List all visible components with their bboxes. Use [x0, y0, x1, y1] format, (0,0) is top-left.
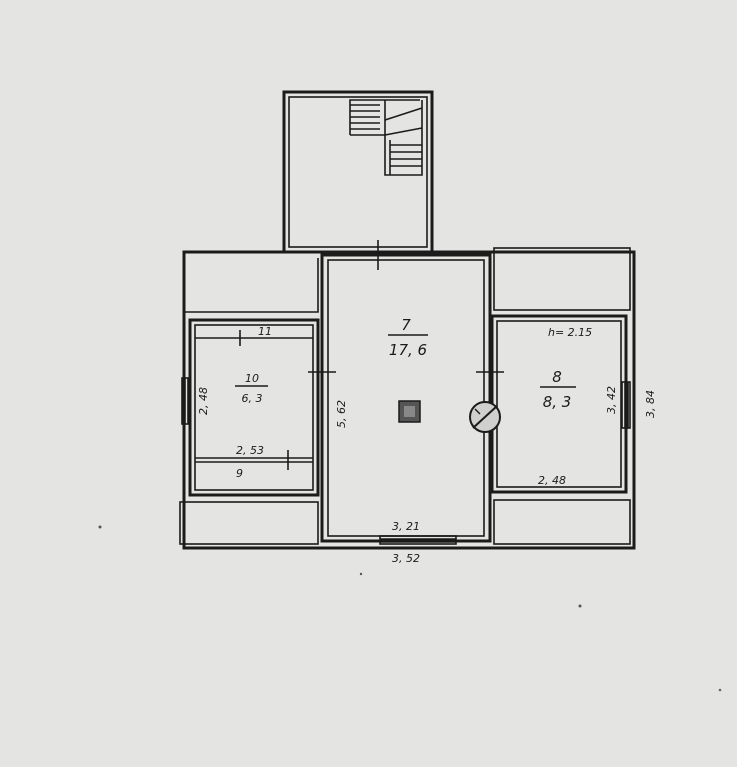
room-8-number: 8 — [552, 368, 562, 386]
dimension-9: 9 — [236, 467, 243, 480]
right-bottom-block — [493, 499, 631, 545]
right-top-block — [493, 247, 631, 311]
staircase-icon — [349, 99, 423, 176]
house-outline — [182, 250, 636, 550]
dimension-5-62: 5, 62 — [335, 400, 348, 428]
height-note: h= 2.15 — [548, 326, 592, 339]
door-marker-left — [308, 360, 336, 385]
door-marker-right — [476, 360, 504, 385]
dimension-2-53: 2, 53 — [236, 444, 264, 457]
room-10-area: 6, 3 — [242, 392, 263, 405]
room-8-area: 8, 3 — [543, 393, 572, 411]
stove-icon — [398, 400, 421, 423]
room-7-area: 17, 6 — [389, 341, 427, 359]
dimension-3-42: 3, 42 — [605, 386, 618, 414]
dimension-3-84: 3, 84 — [644, 390, 657, 418]
dimension-2-48-right: 2, 48 — [538, 474, 566, 487]
window-bottom — [379, 535, 457, 545]
dimension-3-52: 3, 52 — [392, 552, 420, 565]
scan-speck — [98, 525, 722, 692]
round-stove-icon — [469, 401, 501, 433]
room-7-number: 7 — [401, 316, 411, 334]
left-bottom-block — [179, 501, 319, 545]
stair-tower — [282, 90, 434, 254]
dimension-3-21: 3, 21 — [392, 520, 420, 533]
room-10-number: 10 — [245, 372, 259, 385]
dimension-11: 11 — [258, 325, 272, 338]
dimension-2-48-left: 2, 48 — [197, 387, 210, 415]
window-left — [181, 377, 191, 425]
room-7-walls — [320, 253, 492, 543]
left-top-block — [184, 258, 319, 313]
window-right — [621, 381, 631, 429]
